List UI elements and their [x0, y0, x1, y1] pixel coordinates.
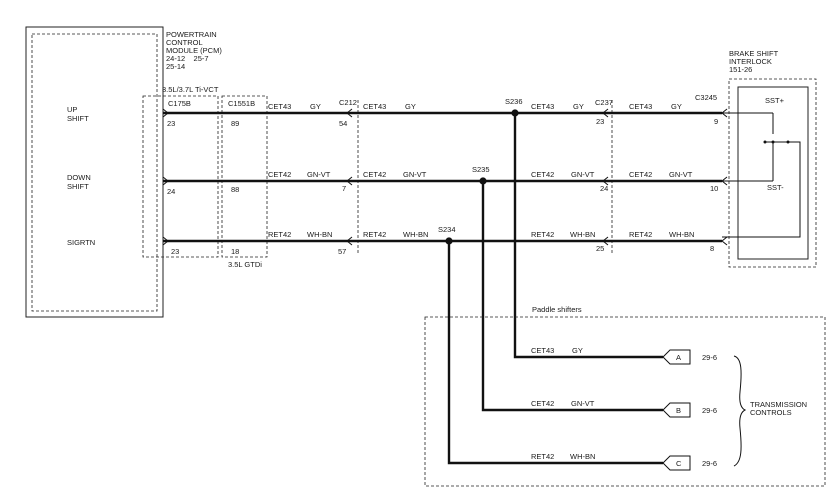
splice-s236-dot [511, 109, 519, 117]
transmission-label-line-2: CONTROLS [750, 408, 792, 417]
transmission-brace [733, 355, 747, 467]
bsi-sst-plus: SST+ [765, 96, 785, 105]
pin-c237-down: 24 [600, 184, 608, 193]
pin-c237-up: 23 [596, 117, 604, 126]
paddle-connector-a: A [676, 353, 681, 362]
circuit-down-color-3: GN-VT [571, 170, 595, 179]
pcm-up-shift-line-1: UP [67, 105, 77, 114]
pin-c175b-sig: 23 [171, 247, 179, 256]
circuit-up-color-3: GY [573, 102, 584, 111]
pcm-title-line-5: 25-14 [166, 62, 185, 71]
paddle-ref-a: 29-6 [702, 353, 717, 362]
circuit-down-code-3: CET42 [531, 170, 554, 179]
circuit-sig-color-3: WH-BN [570, 230, 595, 239]
pin-c175b-up: 23 [167, 119, 175, 128]
splice-s235-dot [479, 177, 487, 185]
pcm-down-shift-line-2: SHIFT [67, 182, 89, 191]
connector-c3245: C3245 [695, 93, 717, 102]
paddle-down-color: GN-VT [571, 399, 595, 408]
transmission-label-line-1: TRANSMISSION [750, 400, 807, 409]
engine-variant-boxes: 3.5L/3.7L Ti-VCT 3.5L GTDi [142, 85, 268, 269]
circuit-up-color-2: GY [405, 102, 416, 111]
paddle-sig-code: RET42 [531, 452, 554, 461]
pin-c212-down: 7 [342, 184, 346, 193]
splice-s236-label: S236 [505, 97, 523, 106]
connector-labels: C175B C1551B C212 C237 C3245 [168, 93, 717, 108]
splice-s234-label: S234 [438, 225, 456, 234]
circuit-sig-code-1: RET42 [268, 230, 291, 239]
engine-note-bottom: 3.5L GTDi [228, 260, 262, 269]
circuit-sig-code-3: RET42 [531, 230, 554, 239]
circuit-sig-color-4: WH-BN [669, 230, 694, 239]
brake-shift-interlock: BRAKE SHIFT INTERLOCK 151-26 SST+ SST- [722, 49, 817, 268]
pcm-title-line-2: CONTROL [166, 38, 203, 47]
bsi-title-line-3: 151-26 [729, 65, 752, 74]
sig-drop-wire [447, 241, 663, 465]
splice-s234-dot [445, 237, 453, 245]
pcm-title-line-4: 24-12 25-7 [166, 54, 209, 63]
pin-c212-sig: 57 [338, 247, 346, 256]
pin-c3245-down: 10 [710, 184, 718, 193]
pin-numbers: 23 24 23 89 88 18 54 7 57 23 24 25 9 10 … [167, 117, 718, 256]
paddle-title: Paddle shifters [532, 305, 582, 314]
circuit-down-color-2: GN-VT [403, 170, 427, 179]
circuit-sig-code-2: RET42 [363, 230, 386, 239]
paddle-connector-c: C [676, 459, 682, 468]
splice-s235-label: S235 [472, 165, 490, 174]
down-drop-wire [481, 181, 663, 412]
circuit-down-code-1: CET42 [268, 170, 291, 179]
circuit-up-color-4: GY [671, 102, 682, 111]
circuit-up-code-3: CET43 [531, 102, 554, 111]
paddle-down-code: CET42 [531, 399, 554, 408]
main-wires [163, 111, 722, 243]
circuit-sig-color-2: WH-BN [403, 230, 428, 239]
pin-c1551b-down: 88 [231, 185, 239, 194]
connector-c1551b: C1551B [228, 99, 255, 108]
bsi-sst-minus: SST- [767, 183, 784, 192]
engine-note-top: 3.5L/3.7L Ti-VCT [162, 85, 219, 94]
pin-c3245-sig: 8 [710, 244, 714, 253]
circuit-down-code-4: CET42 [629, 170, 652, 179]
pin-c1551b-sig: 18 [231, 247, 239, 256]
pin-c175b-down: 24 [167, 187, 175, 196]
pcm-title-line-3: MODULE (PCM) [166, 46, 222, 55]
splices: S236 S235 S234 [438, 97, 663, 465]
pin-c212-up: 54 [339, 119, 347, 128]
pin-c1551b-up: 89 [231, 119, 239, 128]
paddle-ref-c: 29-6 [702, 459, 717, 468]
circuit-sig-code-4: RET42 [629, 230, 652, 239]
bsi-title-line-1: BRAKE SHIFT [729, 49, 779, 58]
circuit-down-color-4: GN-VT [669, 170, 693, 179]
pin-c237-sig: 25 [596, 244, 604, 253]
pin-c3245-up: 9 [714, 117, 718, 126]
paddle-shifters: Paddle shifters CET43 GY CET42 GN-VT RET… [424, 305, 826, 487]
pcm-sigrtn-label: SIGRTN [67, 238, 95, 247]
pcm-down-shift-line-1: DOWN [67, 173, 91, 182]
connector-separators [357, 100, 613, 255]
paddle-connector-b: B [676, 406, 681, 415]
paddle-up-color: GY [572, 346, 583, 355]
connector-c237: C237 [595, 98, 613, 107]
circuit-sig-color-1: WH-BN [307, 230, 332, 239]
up-drop-wire [513, 113, 663, 359]
pcm-module: POWERTRAIN CONTROL MODULE (PCM) 24-12 25… [25, 26, 222, 318]
connector-c175b: C175B [168, 99, 191, 108]
circuit-down-code-2: CET42 [363, 170, 386, 179]
bsi-title-line-2: INTERLOCK [729, 57, 772, 66]
pcm-up-shift-line-2: SHIFT [67, 114, 89, 123]
circuit-labels: CET43 GY CET43 GY CET43 GY CET43 GY CET4… [268, 102, 694, 239]
pcm-title-line-1: POWERTRAIN [166, 30, 217, 39]
circuit-down-color-1: GN-VT [307, 170, 331, 179]
circuit-up-color-1: GY [310, 102, 321, 111]
paddle-sig-color: WH-BN [570, 452, 595, 461]
circuit-up-code-4: CET43 [629, 102, 652, 111]
connector-arrows [162, 108, 728, 246]
paddle-ref-b: 29-6 [702, 406, 717, 415]
circuit-up-code-1: CET43 [268, 102, 291, 111]
connector-c212: C212 [339, 98, 357, 107]
circuit-up-code-2: CET43 [363, 102, 386, 111]
paddle-up-code: CET43 [531, 346, 554, 355]
